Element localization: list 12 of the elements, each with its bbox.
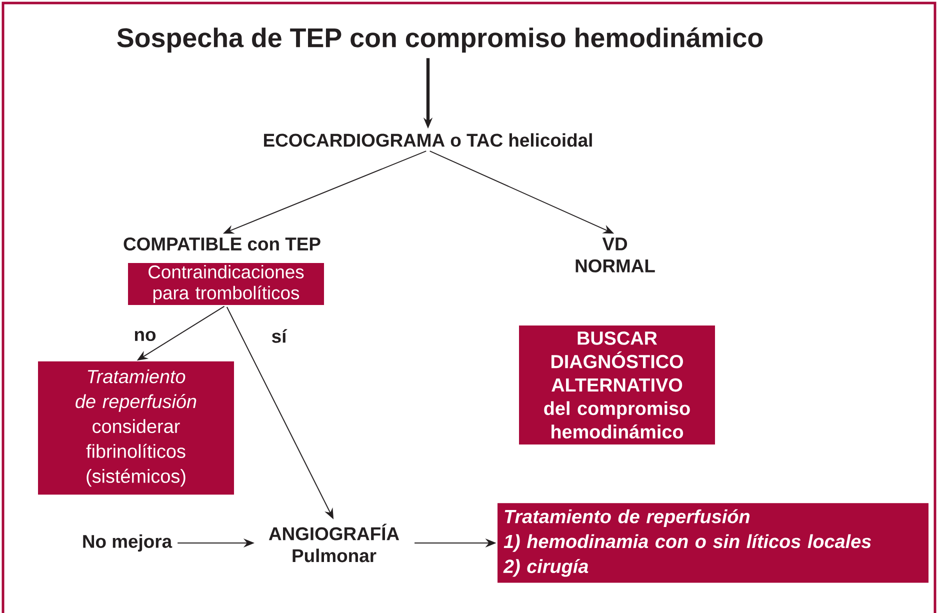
step-text: No mejora bbox=[83, 534, 172, 552]
treatment-box: Tratamiento de reperfusión considerar fibrinolíticos (sistémicos) bbox=[38, 361, 234, 495]
result-box: BUSCAR DIAGNÓSTICO ALTERNATIVO del compromiso hemodinámico bbox=[519, 325, 715, 445]
decision-box: Contraindicaciones para trombolíticos bbox=[128, 262, 324, 306]
edge-label: sí bbox=[270, 328, 288, 344]
step-text: VD NORMAL bbox=[576, 238, 655, 272]
step-text: COMPATIBLE con TEP bbox=[124, 237, 320, 251]
treatment-box: Tratamiento de reperfusión 1) hemodinamia con o sin líticos locales 2) cirugía bbox=[498, 503, 928, 583]
title-text: Sospecha de TEP con compromiso hemodinámico bbox=[117, 27, 763, 53]
step-text: ANGIOGRAFÍA Pulmonar bbox=[268, 524, 400, 562]
edge-label: no bbox=[132, 330, 158, 342]
step-text: ECOCARDIOGRAMA o TAC helicoidal bbox=[264, 133, 592, 147]
